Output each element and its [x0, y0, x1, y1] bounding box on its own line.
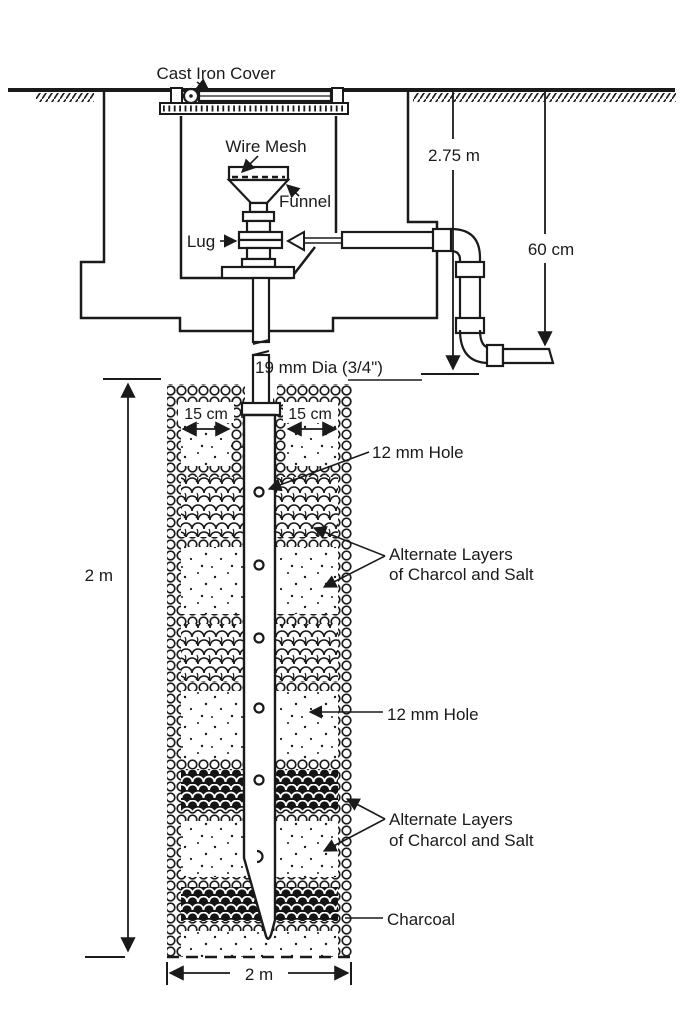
conduit-coupling-3: [454, 316, 486, 335]
cast-iron-cover: [159, 87, 349, 115]
pipe-break-upper: [252, 339, 270, 345]
electrode-pipe-body: [242, 413, 277, 940]
pebble-row-8: [181, 921, 338, 931]
conduit-depth-label: 60 cm: [528, 240, 574, 259]
cover-frame-plate: [159, 102, 349, 115]
alt-layers-2-line1: Alternate Layers: [389, 810, 513, 829]
clearance-left-label: 15 cm: [184, 406, 228, 423]
electrode-hole-3: [253, 632, 265, 644]
head-collar: [240, 257, 277, 269]
pipe-dia-label: 19 mm Dia (3/4"): [255, 358, 383, 377]
dimension-2m-vertical: 2 m: [85, 378, 161, 958]
electrode-hole-5: [253, 774, 265, 786]
conduit-coupling-1: [431, 227, 453, 253]
label-bg-15cm-left: [178, 402, 234, 423]
pebble-pipe-flank-right: [273, 396, 286, 477]
hole-upper-label: 12 mm Hole: [372, 443, 464, 462]
dimension-15cm: 15 cm 15 cm: [178, 402, 338, 437]
cast-iron-cover-label: Cast Iron Cover: [156, 64, 275, 83]
cover-hinge-pin: [189, 94, 193, 98]
funnel-label: Funnel: [279, 192, 331, 211]
alt-layers-1-line2: of Charcol and Salt: [389, 565, 534, 584]
conduit-run: [340, 227, 555, 368]
cover-tab-right: [331, 87, 344, 104]
wire-mesh-label: Wire Mesh: [225, 137, 306, 156]
pebble-column-left: [167, 384, 181, 957]
pit-width-label: 2 m: [245, 965, 273, 984]
alt-layers-2-leader-up: [345, 798, 386, 820]
head-nut-top: [241, 210, 276, 223]
ground-hatch-left: [36, 93, 94, 102]
layer-salt-bottom: [181, 931, 338, 957]
cast-iron-cover-leader: [195, 78, 211, 92]
lug-plate-bottom: [237, 238, 284, 250]
label-bg-15cm-right: [283, 402, 338, 423]
riser-upper: [251, 276, 271, 344]
funnel-leader: [285, 184, 301, 199]
alt-layers-2-line2: of Charcol and Salt: [389, 831, 534, 850]
cable-lug-wedge: [285, 230, 305, 252]
elbow-bottom-outer: [458, 329, 490, 365]
alt-layers-1-leader-up: [312, 526, 386, 557]
alt-layers-1-line1: Alternate Layers: [389, 545, 513, 564]
dimension-2-75m: 2.75 m: [421, 92, 480, 375]
head-pipe-lower: [245, 246, 272, 261]
electrode-flange: [240, 401, 282, 417]
lug-label: Lug: [187, 232, 215, 251]
pebble-column-right: [338, 384, 352, 957]
pit-depth-label: 2 m: [85, 566, 113, 585]
pebble-pipe-flank-left: [231, 396, 244, 477]
cover-tab-left: [170, 87, 183, 104]
hole-upper-leader: [267, 451, 370, 492]
earth-electrode-pipe: [240, 401, 282, 940]
clearance-right-label: 15 cm: [288, 406, 332, 423]
riser-pipe: [251, 276, 271, 406]
depth-to-pit-label: 2.75 m: [428, 146, 480, 165]
charcoal-label: Charcoal: [387, 910, 455, 929]
electrode-hole-6-partial: [256, 849, 264, 864]
head-pipe-upper: [245, 219, 272, 234]
electrode-head-assembly: [220, 210, 342, 280]
hole-lower-label: 12 mm Hole: [387, 705, 479, 724]
electrode-hole-2: [253, 559, 265, 571]
callouts: Cast Iron Cover Wire Mesh Funnel Lug 19 …: [156, 64, 533, 929]
funnel-neck: [248, 201, 269, 214]
elbow-top-outer: [450, 227, 482, 259]
conduit-outlet-pipe: [501, 347, 555, 365]
alt-layers-1-leader-down: [322, 555, 386, 588]
lug-plate-top: [237, 230, 284, 242]
wire-mesh-leader: [241, 155, 259, 173]
electrode-hole-1: [253, 486, 265, 498]
dimension-2m-horizontal: 2 m: [166, 962, 352, 985]
base-flange: [220, 265, 296, 280]
alt-layers-2-leader-down: [322, 818, 386, 852]
conduit-coupling-4: [485, 343, 505, 368]
dimension-60cm: 60 cm: [528, 92, 574, 347]
conduit-horizontal-pipe: [340, 230, 436, 250]
electrode-hole-4: [253, 702, 265, 714]
conduit-coupling-2: [454, 260, 486, 279]
